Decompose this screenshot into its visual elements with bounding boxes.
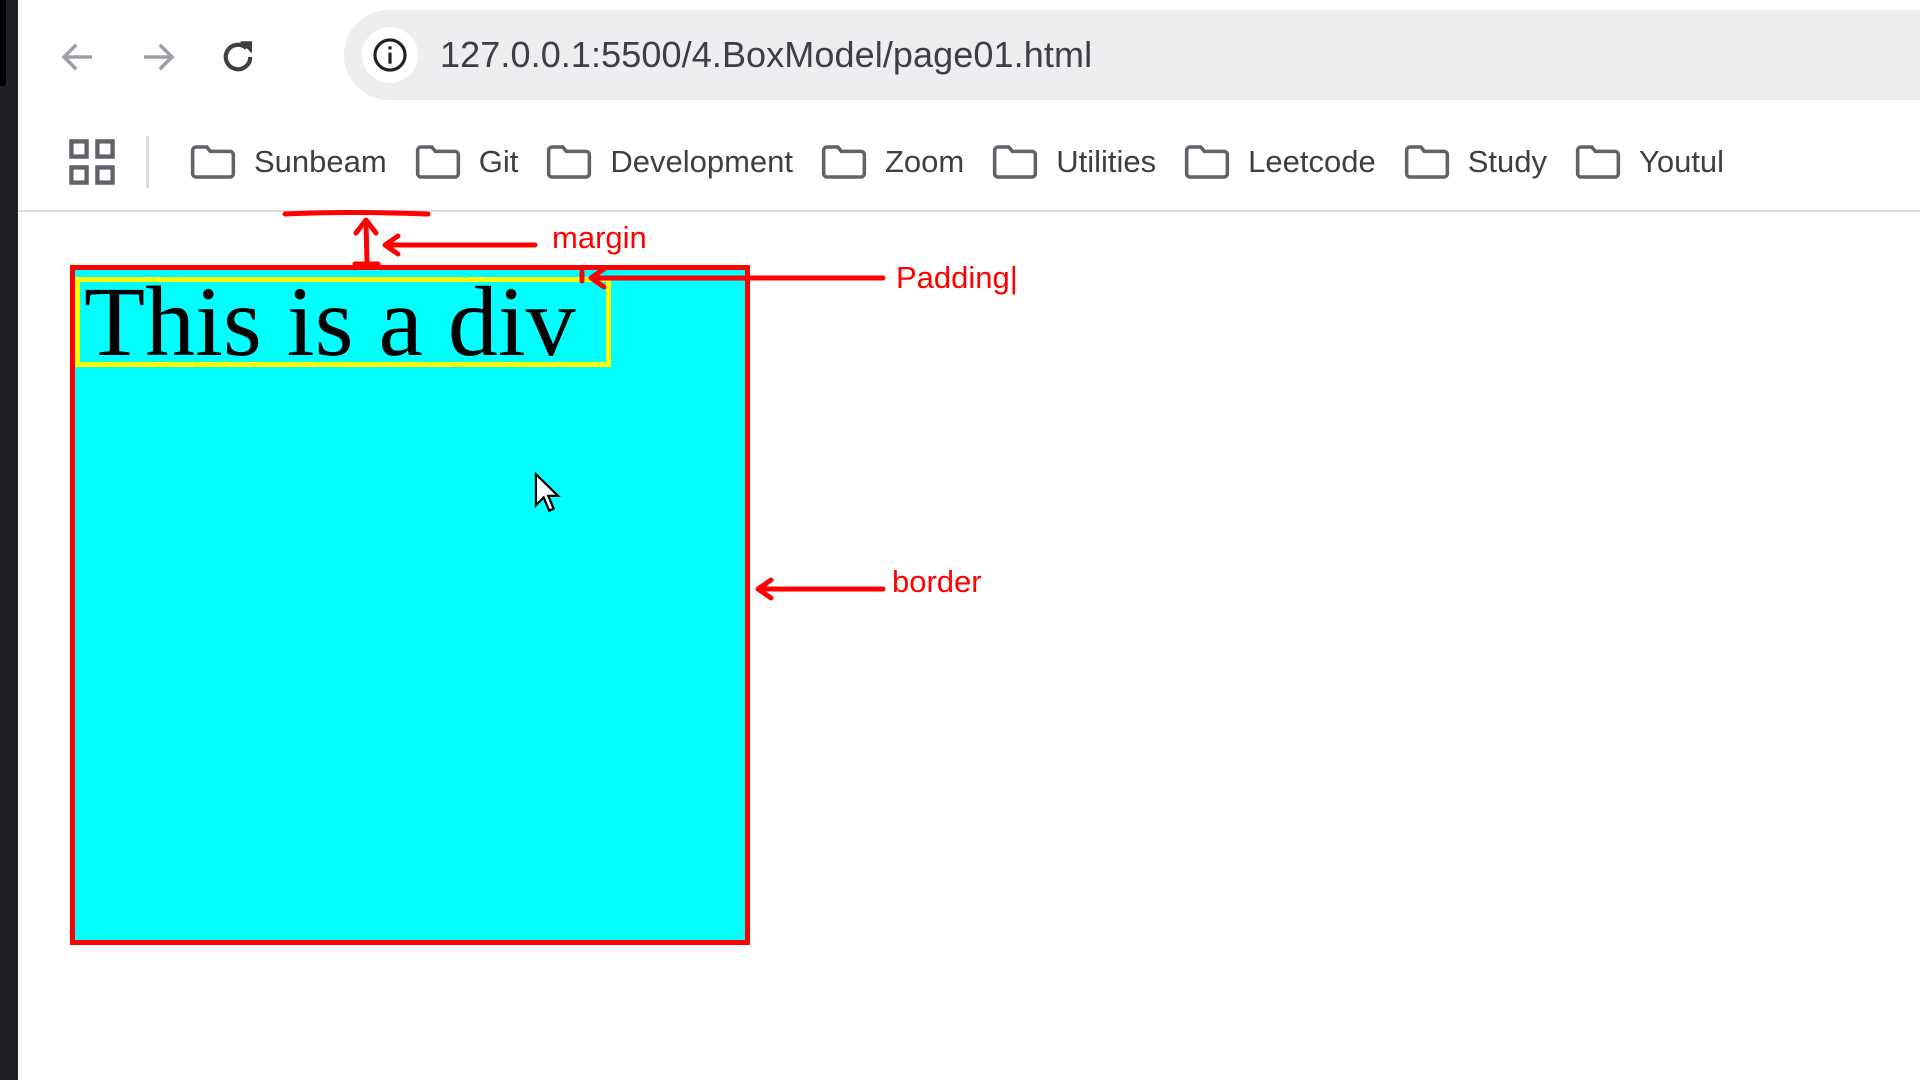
back-button[interactable]: [48, 27, 108, 87]
bookmark-folder-leetcode[interactable]: Leetcode: [1184, 143, 1376, 181]
folder-icon: [1185, 145, 1230, 179]
folder-icon: [993, 145, 1038, 179]
address-bar[interactable]: 127.0.0.1:5500/4.BoxModel/page01.html: [344, 10, 1920, 100]
folder-icon: [1404, 145, 1449, 179]
bookmark-folder-sunbeam[interactable]: Sunbeam: [190, 143, 387, 181]
bookmarks-bar: Sunbeam Git Development Zoom Utilities L…: [18, 114, 1920, 212]
margin-annotation-label: margin: [552, 220, 647, 255]
bookmark-label: Youtul: [1639, 144, 1725, 179]
bookmark-folder-youtube[interactable]: Youtul: [1575, 143, 1724, 181]
bookmark-folder-utilities[interactable]: Utilities: [992, 143, 1156, 181]
window-edge: [0, 0, 18, 1080]
bookmark-folder-zoom[interactable]: Zoom: [821, 143, 964, 181]
site-info-button[interactable]: [362, 27, 418, 83]
folder-icon: [1575, 145, 1621, 179]
padding-annotation-label: Padding|: [896, 260, 1018, 295]
box-model-div: [70, 265, 750, 945]
mouse-cursor-icon: [534, 472, 561, 513]
folder-icon: [190, 145, 236, 179]
reload-button[interactable]: [208, 27, 268, 87]
reload-icon: [223, 41, 253, 72]
bookmark-folder-study[interactable]: Study: [1404, 143, 1547, 181]
window-edge-notch: [0, 0, 6, 86]
bookmark-label: Sunbeam: [254, 144, 387, 179]
bookmark-list: Sunbeam Git Development Zoom Utilities L…: [190, 114, 1752, 210]
bookmark-label: Study: [1467, 144, 1547, 179]
folder-icon: [821, 145, 867, 179]
border-annotation-label: border: [892, 564, 982, 599]
forward-arrow-icon: [144, 43, 175, 71]
bookmark-label: Git: [478, 144, 519, 179]
apps-grid-icon[interactable]: [66, 136, 118, 188]
bookmark-folder-git[interactable]: Git: [415, 143, 519, 181]
folder-icon: [547, 145, 592, 179]
bookmark-label: Zoom: [885, 144, 965, 179]
div-text: This is a div: [75, 272, 611, 372]
browser-toolbar: 127.0.0.1:5500/4.BoxModel/page01.html: [18, 0, 1920, 114]
back-arrow-icon: [61, 43, 92, 71]
page-viewport: This is a div: [18, 212, 1920, 1080]
url-text[interactable]: 127.0.0.1:5500/4.BoxModel/page01.html: [440, 34, 1093, 75]
forward-button[interactable]: [128, 27, 188, 87]
bookmark-label: Leetcode: [1248, 144, 1376, 179]
info-icon: [373, 38, 407, 72]
bookmarks-divider: [146, 136, 149, 188]
bookmark-folder-development[interactable]: Development: [546, 143, 793, 181]
folder-icon: [415, 145, 460, 179]
bookmark-label: Utilities: [1056, 144, 1157, 179]
bookmark-label: Development: [610, 144, 793, 179]
